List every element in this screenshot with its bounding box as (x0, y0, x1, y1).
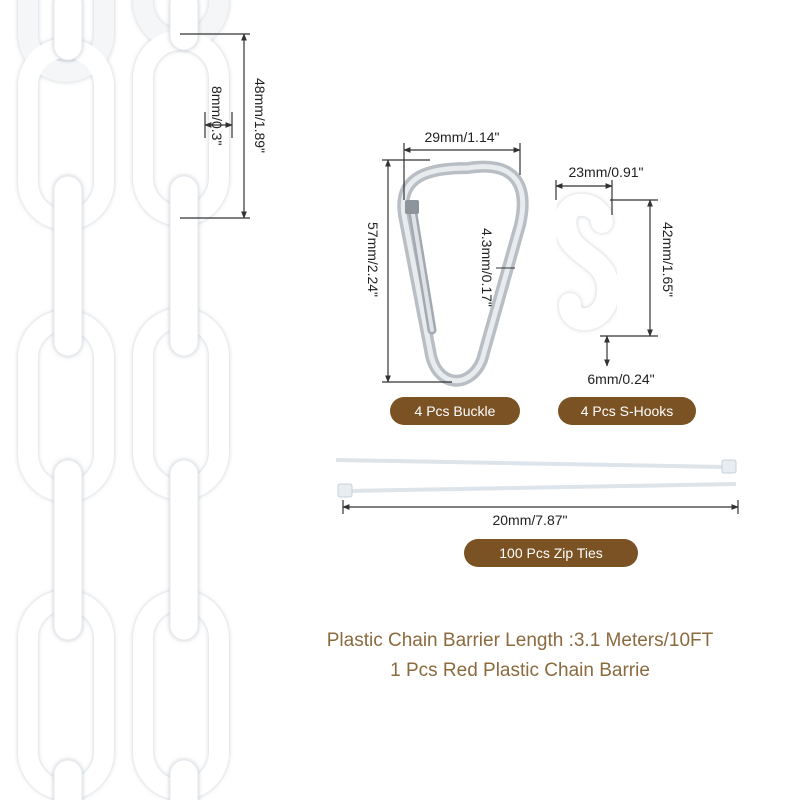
buckle-label-badge: 4 Pcs Buckle (390, 397, 520, 425)
carabiner-image (397, 160, 529, 387)
chain-right (133, 0, 229, 800)
zip-ties-dimension-line (342, 500, 739, 514)
s-hook-width-label: 23mm/0.91" (568, 164, 643, 180)
s-hook-label-badge: 4 Pcs S-Hooks (558, 397, 696, 425)
chain-right-side-links (169, 0, 199, 805)
caption-contents: 1 Pcs Red Plastic Chain Barrie (390, 660, 650, 681)
chain-link-length-label: 48mm/1.89" (252, 78, 268, 153)
caption-length: Plastic Chain Barrier Length :3.1 Meters… (326, 630, 714, 651)
carabiner-width-label: 29mm/1.14" (424, 129, 499, 145)
s-hook-dimension-lines (555, 180, 658, 367)
zip-ties-length-label: 20mm/7.87" (492, 512, 567, 528)
s-hook-height-label: 42mm/1.65" (660, 222, 676, 297)
carabiner-wire-label: 4.3mm/0.17" (479, 228, 495, 307)
s-hook-gap-label: 6mm/0.24" (587, 371, 654, 387)
chain-dimension-lines (180, 33, 250, 219)
zip-ties-label-badge: 100 Pcs Zip Ties (464, 539, 638, 567)
chain-link-width-label: 8mm/0.3" (209, 86, 225, 145)
zip-ties-image (335, 458, 737, 498)
carabiner-dimension-lines (382, 143, 521, 383)
s-hook-image (554, 193, 619, 331)
chain-left-side-links (53, 0, 83, 805)
carabiner-height-label: 57mm/2.24" (365, 222, 381, 297)
chain-left (18, 0, 114, 800)
